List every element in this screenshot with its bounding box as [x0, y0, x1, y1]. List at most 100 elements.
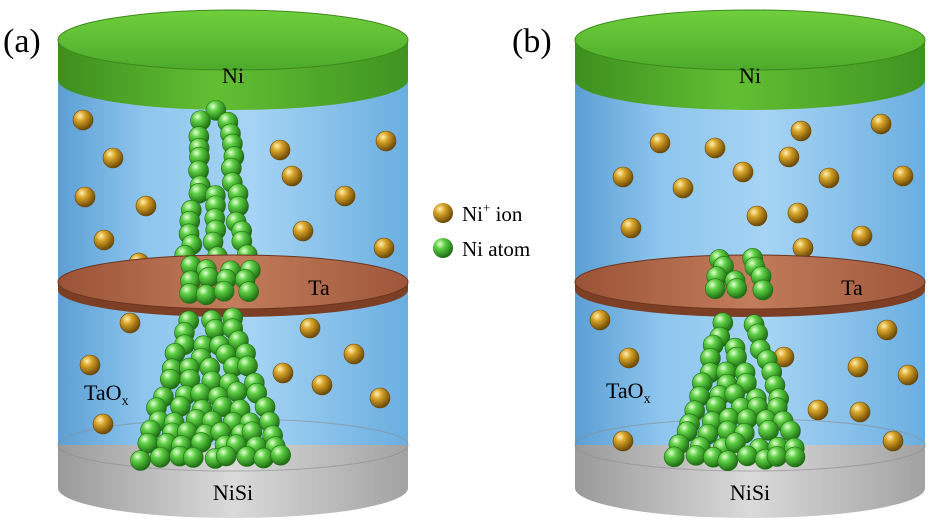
- ni-atom: [717, 450, 739, 471]
- ni-atom: [766, 446, 788, 467]
- nisi-layer: [575, 445, 925, 518]
- ni-atom: [159, 368, 181, 390]
- ni-atom: [758, 419, 779, 441]
- ni-ion: [612, 166, 634, 188]
- ni-atom: [182, 447, 204, 468]
- ni-electrode-top: [574, 9, 926, 71]
- ion-group-upper: [612, 113, 914, 259]
- oxide-label-main: TaO: [84, 380, 122, 405]
- ni-ion: [851, 225, 873, 247]
- ni-atom: [725, 432, 746, 453]
- legend-ion-sup: +: [483, 200, 490, 215]
- ni-ion: [704, 137, 726, 159]
- ni-ion: [299, 317, 321, 339]
- ni-atom: [149, 447, 171, 468]
- ni-ion: [792, 237, 814, 259]
- ni-ion: [119, 312, 141, 334]
- ni-ion: [334, 185, 356, 207]
- oxide-label: TaOx: [84, 380, 129, 409]
- ni-ion: [807, 399, 829, 421]
- ni-ion: [343, 343, 365, 365]
- ni-ion: [787, 202, 809, 224]
- ni-ion: [93, 229, 115, 251]
- ni-ion: [92, 413, 114, 435]
- panel-b: (b) Ni Ta TaOx NiSi: [512, 9, 926, 518]
- ni-ion: [369, 387, 391, 409]
- ni-atom: [737, 445, 758, 467]
- panel-a-label: (a): [3, 23, 41, 60]
- ni-ion: [79, 354, 101, 376]
- ni-ion: [882, 430, 904, 452]
- ni-ion: [876, 319, 898, 341]
- legend-ion-icon: [433, 203, 453, 223]
- ni-atom: [780, 420, 801, 442]
- ni-ion: [281, 165, 303, 187]
- ni-ion: [612, 430, 634, 452]
- ni-atom: [270, 444, 291, 466]
- ni-atom: [215, 445, 237, 467]
- ta-label: Ta: [841, 275, 863, 300]
- ni-atom: [663, 446, 685, 468]
- ni-label: Ni: [222, 63, 244, 88]
- ni-atom: [213, 280, 235, 302]
- ni-ion: [620, 217, 642, 239]
- panel-a: (a) Ni Ta TaOx NiSi: [3, 9, 409, 518]
- filament-cross: [179, 255, 261, 306]
- ni-ion: [897, 364, 919, 386]
- ni-ion: [375, 130, 397, 152]
- filament-lower: [663, 312, 806, 471]
- ni-ion: [72, 109, 94, 131]
- ni-electrode-top: [57, 9, 409, 71]
- oxide-label-main: TaO: [606, 378, 644, 403]
- ni-ion: [102, 147, 124, 169]
- ni-ion: [847, 356, 869, 378]
- ni-atom: [130, 450, 151, 471]
- ni-ion: [790, 120, 812, 142]
- legend-ion-label: Ni+ ion: [462, 200, 523, 226]
- ni-ion: [135, 195, 157, 217]
- ni-atom: [198, 266, 219, 288]
- ni-atom: [784, 446, 806, 468]
- legend-atom-label: Ni atom: [462, 237, 530, 261]
- ni-ion: [849, 401, 871, 423]
- ni-atom: [726, 278, 748, 299]
- legend-ion-rest: ion: [490, 202, 523, 226]
- oxide-label-sub: x: [644, 392, 651, 407]
- ni-atom: [685, 445, 707, 466]
- ni-ion: [649, 132, 671, 154]
- ni-ion: [589, 309, 611, 331]
- panel-b-label: (b): [512, 23, 552, 60]
- ni-ion: [292, 220, 314, 242]
- ni-ion: [272, 362, 294, 384]
- ni-ion: [870, 113, 892, 135]
- legend-atom-icon: [433, 238, 453, 258]
- ni-atom: [195, 284, 217, 306]
- ion-group-lower: [79, 312, 391, 435]
- ni-atom: [253, 447, 275, 469]
- ni-ion: [892, 165, 914, 187]
- ni-ion: [269, 139, 291, 161]
- legend: Ni+ ion Ni atom: [433, 200, 530, 261]
- ni-ion: [74, 186, 96, 208]
- ion-group-lower: [589, 309, 919, 452]
- ni-ion: [311, 374, 333, 396]
- ni-atom: [226, 381, 248, 403]
- ni-ion: [618, 347, 640, 369]
- ni-atom: [704, 278, 726, 299]
- ta-nickel-cluster: [704, 248, 774, 301]
- ni-ion: [732, 161, 754, 183]
- ni-ion: [746, 205, 768, 227]
- nisi-label: NiSi: [213, 480, 253, 505]
- ni-label: Ni: [739, 63, 761, 88]
- oxide-label-sub: x: [122, 394, 129, 409]
- ni-ion: [373, 237, 395, 259]
- ni-ion: [778, 146, 800, 168]
- nisi-label: NiSi: [730, 480, 770, 505]
- ni-ion: [818, 167, 840, 189]
- ni-atom: [238, 281, 259, 302]
- ni-atom: [752, 279, 774, 301]
- filament-lower: [130, 307, 291, 471]
- ta-label: Ta: [308, 275, 330, 300]
- ni-ion: [672, 177, 694, 199]
